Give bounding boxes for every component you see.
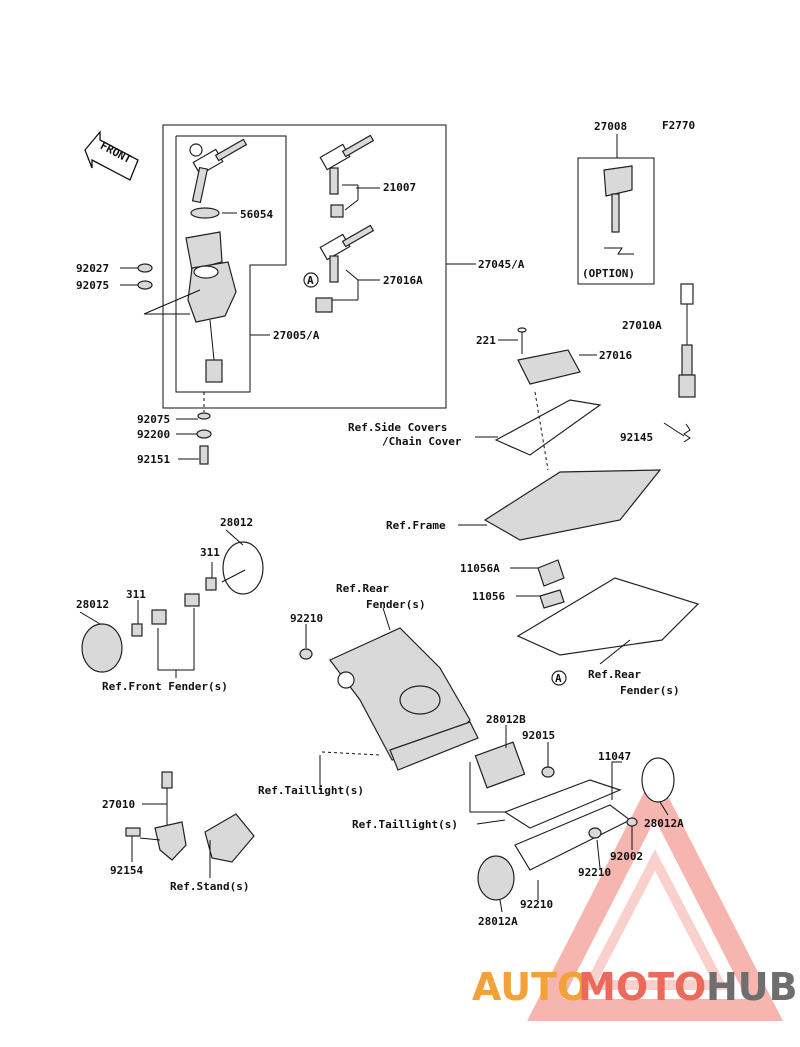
option-label: (OPTION): [582, 267, 635, 280]
label-27045A: 27045/A: [478, 258, 525, 271]
label-92145: 92145: [620, 431, 653, 444]
washer-56054: [190, 207, 220, 219]
label-28012A-low: 28012A: [478, 915, 518, 928]
callout-a-top-label: A: [307, 274, 314, 287]
callout-a-bottom-label: A: [555, 672, 562, 685]
ignition-subassembly-box: [175, 135, 287, 393]
label-221: 221: [476, 334, 496, 347]
watermark-logo: [527, 770, 783, 1021]
bracket-27016: [483, 327, 662, 541]
label-311-top: 311: [200, 546, 220, 559]
ignition-assembly-box: [162, 124, 447, 409]
nut-311-left: [131, 623, 143, 637]
lock-cap: [185, 231, 223, 271]
label-28012-left: 28012: [76, 598, 109, 611]
reflector-28012-left: [81, 623, 123, 673]
label-27008: 27008: [594, 120, 627, 133]
watermark-part1: AUTO: [472, 965, 589, 1009]
label-92210-low: 92210: [520, 898, 553, 911]
label-rear-fender-top-2: Fender(s): [366, 598, 426, 611]
label-front-fender: Ref.Front Fender(s): [102, 680, 228, 693]
part-92075-top: [137, 280, 153, 290]
label-92075-bottom: 92075: [137, 413, 170, 426]
label-21007: 21007: [383, 181, 416, 194]
label-side-covers-2: /Chain Cover: [382, 435, 462, 448]
label-27010: 27010: [102, 798, 135, 811]
label-frame: Ref.Frame: [386, 519, 446, 532]
label-56054: 56054: [240, 208, 273, 221]
label-taillight-2: Ref.Taillight(s): [352, 818, 458, 831]
part-92200: [196, 429, 212, 439]
label-27016A: 27016A: [383, 274, 423, 287]
label-27005A: 27005/A: [273, 329, 320, 342]
key-27008: [603, 165, 634, 255]
reflector-28012-top: [222, 541, 264, 595]
label-92154: 92154: [110, 864, 143, 877]
label-27016: 27016: [599, 349, 632, 362]
sensor-27010A: [678, 283, 696, 443]
collar-top: [184, 593, 200, 607]
label-28012-top: 28012: [220, 516, 253, 529]
label-28012B: 28012B: [486, 713, 526, 726]
reflector-28012A-low: [477, 855, 515, 901]
label-92002: 92002: [610, 850, 643, 863]
label-92210-mid: 92210: [578, 866, 611, 879]
stand-plate: [204, 813, 255, 863]
option-key-box: [577, 157, 655, 285]
label-rear-fender-right-1: Ref.Rear: [588, 668, 641, 681]
key-set-left: [189, 138, 248, 204]
label-92075-top: 92075: [76, 279, 109, 292]
label-stand: Ref.Stand(s): [170, 880, 249, 893]
watermark-part3: HUB: [706, 965, 798, 1009]
front-arrow-icon: FRONT: [84, 130, 139, 181]
label-92210-top: 92210: [290, 612, 323, 625]
key-set-21007: [319, 134, 375, 218]
label-11056: 11056: [472, 590, 505, 603]
collar-left: [151, 609, 167, 625]
label-311-left: 311: [126, 588, 146, 601]
label-11056A: 11056A: [460, 562, 500, 575]
nut-92210-top: [299, 648, 313, 660]
label-rear-fender-top-1: Ref.Rear: [336, 582, 389, 595]
watermark-text: AUTO MOTO HUB: [472, 965, 798, 1009]
label-28012A-right: 28012A: [644, 817, 684, 830]
label-92027: 92027: [76, 262, 109, 275]
nut-311-top: [205, 577, 217, 591]
rear-fender-bracket: [329, 627, 479, 771]
label-27010A: 27010A: [622, 319, 662, 332]
label-92200: 92200: [137, 428, 170, 441]
side-stand-switch-27010: [125, 771, 255, 863]
under-cover: A: [516, 559, 700, 686]
reflector-28012A-right: [641, 757, 675, 803]
part-92027: [137, 263, 153, 273]
label-rear-fender-right-2: Fender(s): [620, 684, 680, 697]
part-labels: 27008 21007 56054 27045/A 92027 92075 27…: [76, 120, 684, 928]
license-bracket-11047: [503, 766, 638, 871]
part-92075-bottom: [197, 412, 211, 420]
label-taillight-1: Ref.Taillight(s): [258, 784, 364, 797]
label-11047: 11047: [598, 750, 631, 763]
bolt-92151: [199, 445, 209, 465]
label-side-covers-1: Ref.Side Covers: [348, 421, 447, 434]
label-92015: 92015: [522, 729, 555, 742]
watermark-part2: MOTO: [578, 965, 706, 1009]
reflector-28012B: [474, 741, 526, 789]
ignition-switch-body: [187, 261, 237, 383]
diagram-code: F2770: [662, 119, 695, 132]
key-set-27016A: A: [303, 224, 375, 313]
label-92151: 92151: [137, 453, 170, 466]
callout-a-top: [303, 272, 319, 288]
